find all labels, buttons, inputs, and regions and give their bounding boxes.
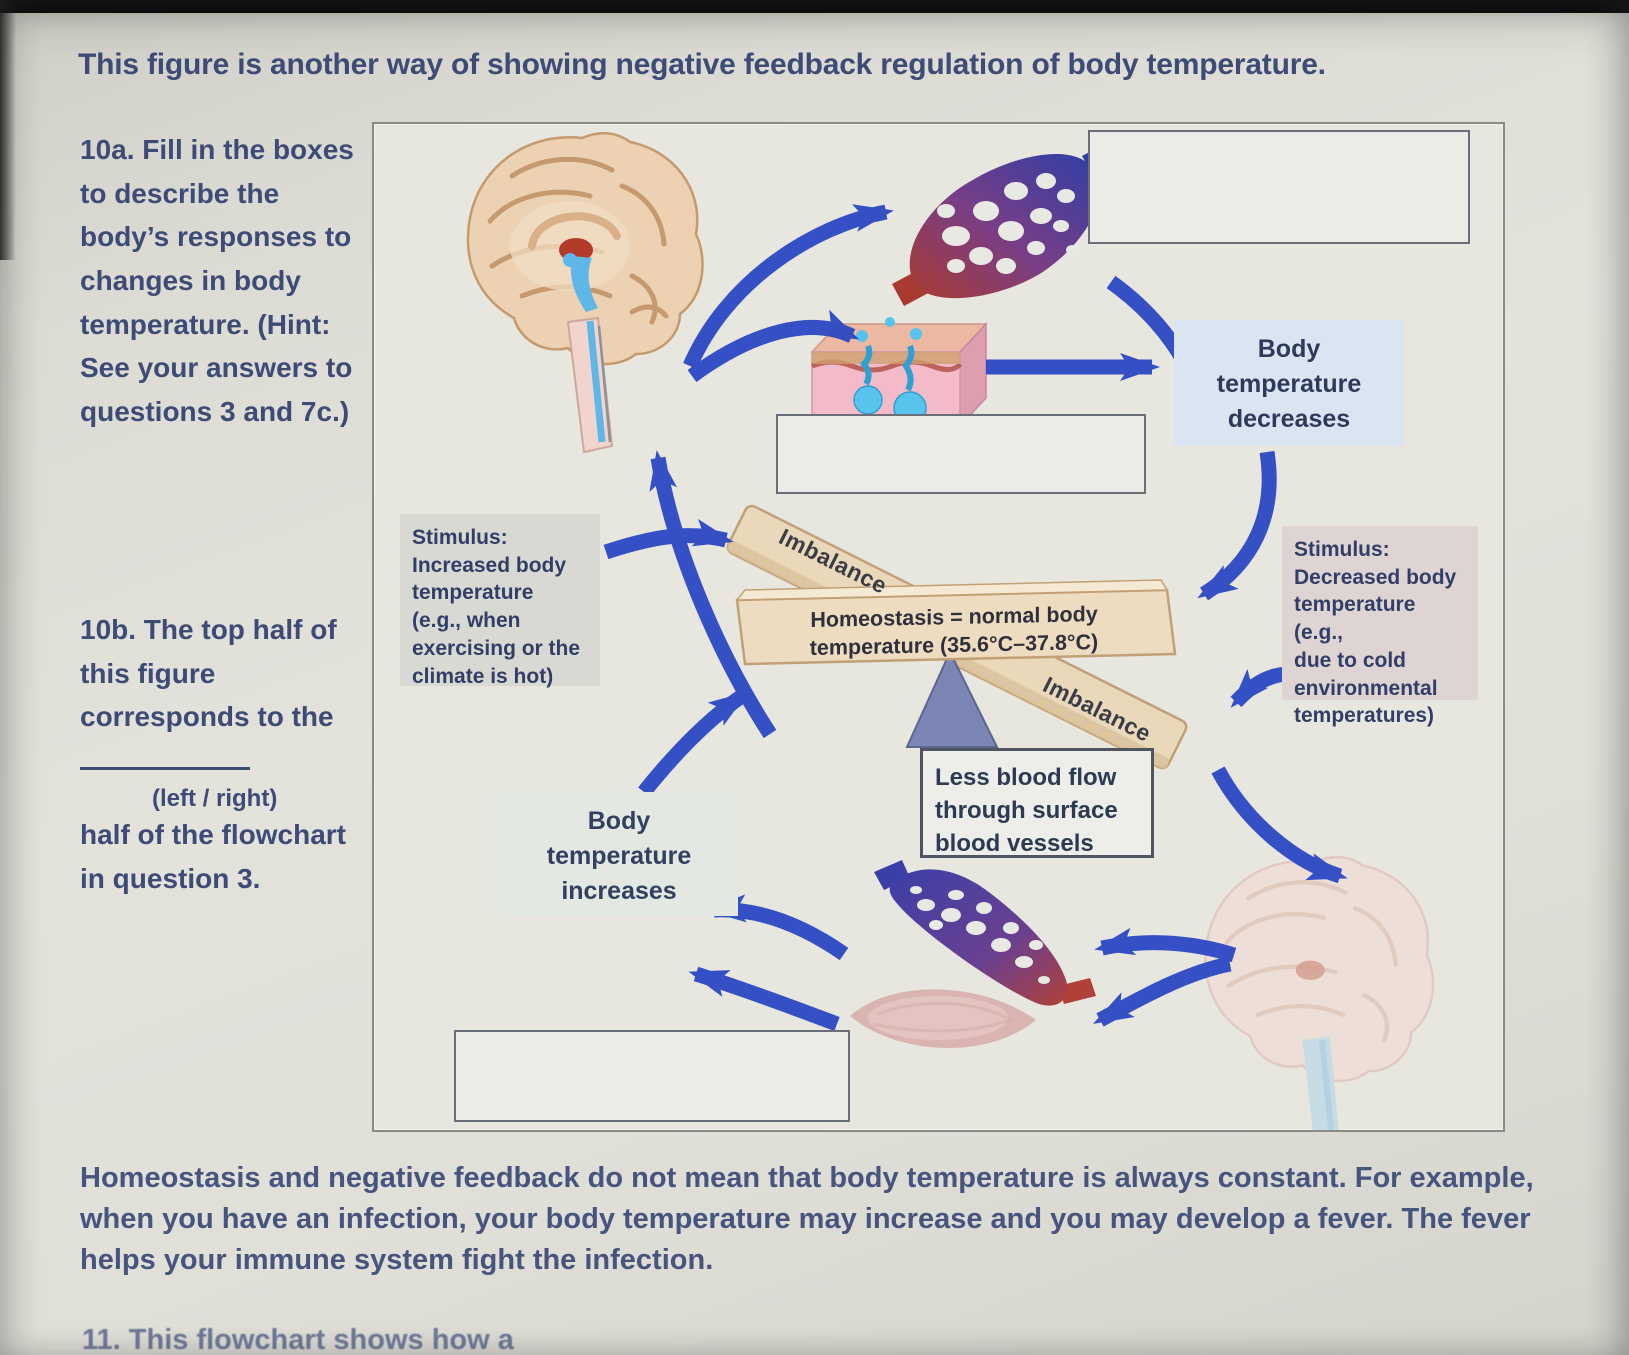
photo-left-shadow	[0, 0, 16, 260]
arrow-seesaw-to-bottom-brain	[1211, 766, 1348, 884]
answer-box-middle[interactable]	[776, 414, 1146, 494]
constricted-blood-vessel-icon	[874, 860, 1096, 1006]
homeostasis-label: Homeostasis = normal body temperature (3…	[809, 601, 1099, 660]
box-less-blood-flow: Less blood flow through surface blood ve…	[920, 748, 1154, 858]
label-body-temperature-increases: Body temperature increases	[500, 792, 738, 916]
arrow-brain-to-vessel	[683, 204, 894, 369]
question-10b: 10b. The top half of this figure corresp…	[80, 608, 356, 901]
footer-paragraph: Homeostasis and negative feedback do not…	[80, 1162, 1534, 1277]
muscle-icon	[850, 989, 1036, 1049]
question-10b-text-before: The top half of this figure corresponds …	[80, 614, 337, 733]
arrow-vessel-to-temp-increases-2	[688, 966, 840, 1032]
arrow-vessel-to-temp-increases-1	[706, 894, 849, 961]
brain-bottom-icon	[1204, 855, 1435, 1130]
footer-cutoff-line: 11. This flowchart shows how a	[82, 1324, 514, 1355]
figure-artwork	[466, 132, 1435, 1130]
question-10b-number: 10b.	[80, 614, 137, 645]
question-10a: 10a. Fill in the boxes to describe the b…	[80, 128, 356, 434]
arrow-stimulus-left-to-seesaw	[603, 519, 734, 560]
question-10a-number: 10a.	[80, 134, 135, 165]
arrow-temp-decreases-to-seesaw	[1197, 450, 1277, 601]
question-10b-answer-blank[interactable]	[80, 739, 250, 771]
photo-top-black-bar	[0, 0, 1629, 13]
stimulus-decreased-temperature-box: Stimulus: Decreased body temperature (e.…	[1282, 526, 1478, 727]
stimulus-increased-temperature-box: Stimulus: Increased body temperature (e.…	[400, 514, 600, 688]
arrow-temp-increases-to-seesaw	[638, 689, 749, 797]
seesaw-horizontal-plank	[735, 579, 1177, 666]
seesaw-illustration	[726, 504, 1188, 770]
figure-frame: Body temperature decreases Body temperat…	[372, 122, 1505, 1132]
seesaw-fulcrum-triangle	[905, 649, 999, 748]
arrow-seesaw-to-brain	[649, 450, 777, 739]
brain-hypothalamus-icon	[466, 132, 704, 454]
question-10b-text-after: half of the flowchart in question 3.	[80, 819, 346, 895]
answer-box-top-right[interactable]	[1088, 130, 1470, 244]
arrow-brain-to-skin	[687, 309, 860, 383]
dilated-blood-vessel-icon	[892, 140, 1124, 306]
answer-box-bottom-left[interactable]	[454, 1030, 850, 1122]
arrow-bottom-brain-to-vessel	[1094, 927, 1237, 963]
question-10b-blank-hint: (left / right)	[152, 784, 278, 812]
label-body-temperature-decreases: Body temperature decreases	[1174, 320, 1404, 446]
arrow-bottom-brain-to-muscle	[1092, 956, 1232, 1027]
question-10a-text: Fill in the boxes to describe the body’s…	[80, 134, 354, 428]
page-title: This figure is another way of showing ne…	[78, 48, 1326, 81]
